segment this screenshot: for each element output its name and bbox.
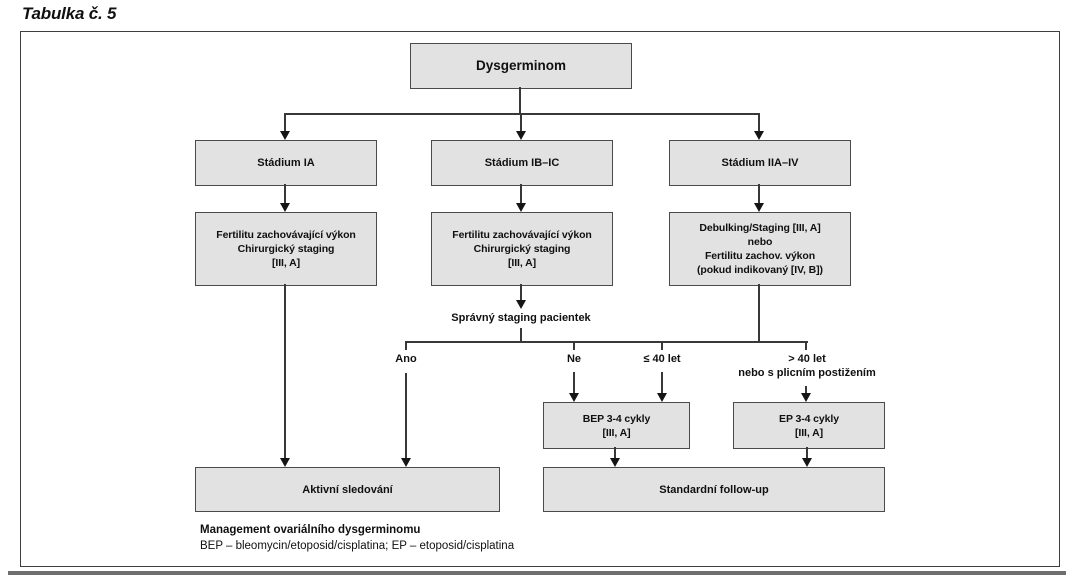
node-stadium-ia: Stádium IA	[195, 140, 377, 186]
treatment-iia-iv-line1: Debulking/Staging [III, A]	[699, 222, 821, 234]
node-dysgerminom: Dysgerminom	[410, 43, 632, 89]
connector-ano-to-aktivni	[405, 373, 407, 459]
connector-iia-iv-to-treatment	[758, 184, 760, 204]
connector-top-horizontal	[284, 113, 760, 115]
arrow-down-icon	[801, 393, 811, 402]
tick-gt-40	[805, 341, 807, 350]
bep-line2: [III, A]	[602, 426, 631, 439]
node-stadium-iia-iv-label: Stádium IIA–IV	[721, 157, 799, 169]
label-ano: Ano	[395, 353, 417, 365]
node-bep-cycles: BEP 3-4 cykly [III, A]	[543, 402, 690, 449]
aktivni-sledovani-label: Aktivní sledování	[302, 483, 393, 496]
figure-title: Tabulka č. 5	[22, 4, 117, 23]
arrow-down-icon	[569, 393, 579, 402]
arrow-down-icon	[401, 458, 411, 467]
treatment-ib-ic-line1: Fertilitu zachovávající výkon	[452, 229, 592, 241]
arrow-down-icon	[516, 131, 526, 140]
tick-le-40	[661, 341, 663, 350]
treatment-iia-iv-line3: Fertilitu zachov. výkon	[704, 250, 816, 262]
footnote-title: Management ovariálního dysgerminomu	[200, 524, 421, 536]
connector-ep-to-followup	[806, 447, 808, 459]
figure-frame	[20, 31, 1060, 567]
arrow-down-icon	[610, 458, 620, 467]
connector-gt40-to-ep	[805, 386, 807, 394]
node-stadium-iia-iv: Stádium IIA–IV	[669, 140, 851, 186]
arrow-down-icon	[516, 300, 526, 309]
treatment-ia-line2: Chirurgický staging	[237, 243, 335, 255]
treatment-iia-iv-line2: nebo	[747, 236, 773, 248]
node-stadium-ib-ic-label: Stádium IB–IC	[484, 157, 560, 169]
arrow-down-icon	[802, 458, 812, 467]
node-standardni-followup: Standardní follow-up	[543, 467, 885, 512]
node-stadium-ib-ic: Stádium IB–IC	[431, 140, 613, 186]
connector-to-stadium-ib-ic	[520, 113, 522, 132]
connector-to-stadium-ia	[284, 113, 286, 132]
treatment-iia-iv-line4: (pokud indikovaný [IV, B])	[697, 264, 823, 276]
arrow-down-icon	[754, 131, 764, 140]
tick-ne	[573, 341, 575, 350]
arrow-down-icon	[657, 393, 667, 402]
node-treatment-ia: Fertilitu zachovávající výkon Chirurgick…	[195, 212, 377, 286]
node-stadium-ia-label: Stádium IA	[257, 157, 315, 169]
connector-ne-to-bep	[573, 372, 575, 394]
arrow-down-icon	[280, 458, 290, 467]
treatment-ia-line1: Fertilitu zachovávající výkon	[216, 229, 356, 241]
connector-bep-to-followup	[614, 447, 616, 459]
connector-to-staging-question	[520, 284, 522, 301]
tick-ano	[405, 341, 407, 350]
node-treatment-iia-iv: Debulking/Staging [III, A] nebo Fertilit…	[669, 212, 851, 286]
label-le-40-let: ≤ 40 let	[643, 353, 681, 365]
connector-mid-horizontal	[405, 341, 808, 343]
label-gt-40-let: > 40 let nebo s plicním postižením	[702, 352, 912, 380]
node-ep-cycles: EP 3-4 cykly [III, A]	[733, 402, 885, 449]
treatment-ib-ic-line2: Chirurgický staging	[473, 243, 571, 255]
label-ne: Ne	[566, 353, 582, 365]
arrow-down-icon	[280, 203, 290, 212]
label-gt-40-let-line2: nebo s plicním postižením	[738, 367, 876, 379]
label-gt-40-let-line1: > 40 let	[788, 353, 826, 365]
label-spravny-staging: Správný staging pacientek	[451, 312, 591, 324]
node-aktivni-sledovani: Aktivní sledování	[195, 467, 500, 512]
treatment-ib-ic-line3: [III, A]	[508, 257, 536, 269]
connector-dysgerminom-stem	[519, 87, 521, 114]
connector-ib-ic-to-treatment	[520, 184, 522, 204]
standardni-followup-label: Standardní follow-up	[659, 483, 769, 496]
treatment-ia-line3: [III, A]	[272, 257, 300, 269]
connector-ia-to-treatment	[284, 184, 286, 204]
connector-le40-to-bep	[661, 372, 663, 394]
connector-question-to-branch	[520, 328, 522, 342]
connector-to-stadium-iia-iv	[758, 113, 760, 132]
ep-line1: EP 3-4 cykly	[779, 412, 839, 425]
ep-line2: [III, A]	[795, 426, 823, 439]
connector-treatment-iia-iv-down	[758, 284, 760, 343]
connector-treatment-ia-to-aktivni	[284, 284, 286, 459]
arrow-down-icon	[754, 203, 764, 212]
footnote-abbreviations: BEP – bleomycin/etoposid/cisplatina; EP …	[200, 540, 515, 552]
bottom-divider	[8, 571, 1066, 575]
bep-line1: BEP 3-4 cykly	[582, 412, 651, 425]
node-treatment-ib-ic: Fertilitu zachovávající výkon Chirurgick…	[431, 212, 613, 286]
arrow-down-icon	[280, 131, 290, 140]
arrow-down-icon	[516, 203, 526, 212]
node-dysgerminom-label: Dysgerminom	[475, 58, 567, 73]
